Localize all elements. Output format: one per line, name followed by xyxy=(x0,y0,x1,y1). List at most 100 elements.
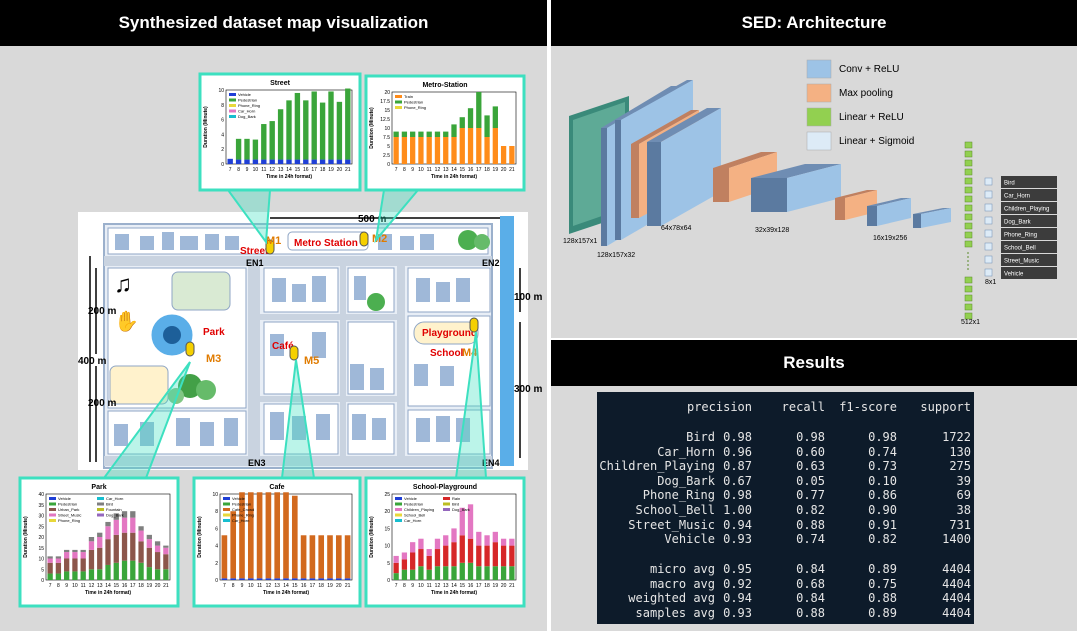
x-tick-label: 8 xyxy=(57,583,60,589)
output-neuron xyxy=(984,268,993,277)
y-tick-label: 20 xyxy=(38,535,44,541)
bar-segment xyxy=(459,535,465,563)
class-label-bg xyxy=(1001,228,1057,240)
bar-segment xyxy=(410,137,416,164)
row-label: Bird xyxy=(686,430,715,444)
bar-segment xyxy=(97,547,103,570)
node-en4: EN4 xyxy=(482,458,500,468)
label-metro: Metro Station xyxy=(294,238,358,249)
legend-label: Phone_Ring xyxy=(232,513,254,518)
legend-label: Rain xyxy=(452,496,460,501)
bar-segment xyxy=(451,137,457,164)
legend-label: Train xyxy=(404,94,413,99)
bar-segment xyxy=(318,535,325,579)
cell-f1: 0.89 xyxy=(868,562,897,576)
x-tick-label: 20 xyxy=(501,167,507,173)
microphone-icons xyxy=(185,231,479,361)
x-tick-label: 10 xyxy=(418,167,424,173)
bar-segment xyxy=(64,552,70,559)
y-axis-label: Duration (Minute) xyxy=(23,516,29,558)
bar-segment xyxy=(121,532,128,561)
bar-segment xyxy=(121,511,128,518)
bar-segment xyxy=(97,569,103,580)
legend-label: Fountain xyxy=(106,507,122,512)
bar-segment xyxy=(401,131,408,137)
y-tick-label: 7.5 xyxy=(383,135,390,141)
bar-segment xyxy=(426,555,432,570)
class-label-bg xyxy=(1001,254,1057,266)
bar-segment xyxy=(221,535,228,579)
legend-swatch xyxy=(97,513,104,517)
x-tick-label: 7 xyxy=(223,583,226,589)
cell-recall: 0.82 xyxy=(796,503,825,517)
bar-segment xyxy=(443,137,449,164)
bar-segment xyxy=(291,578,298,580)
label-school: School xyxy=(430,348,464,359)
bar-segment xyxy=(113,534,119,563)
bar-segment xyxy=(318,578,325,580)
bar-segment xyxy=(55,562,62,574)
x-tick-label: 14 xyxy=(286,167,292,173)
x-tick-label: 21 xyxy=(509,167,515,173)
bar-segment xyxy=(113,562,119,580)
legend-swatch xyxy=(443,508,450,511)
bar-segment xyxy=(55,573,62,580)
bar-segment xyxy=(121,560,128,580)
row-label: micro avg xyxy=(649,562,715,576)
neuron xyxy=(964,303,973,311)
y-tick-label: 25 xyxy=(38,524,44,530)
row-label: Car_Horn xyxy=(657,444,715,459)
class-label-bg xyxy=(1001,189,1057,201)
legend-swatch xyxy=(806,59,832,79)
node-en1: EN1 xyxy=(246,258,264,268)
output-layer-8: BirdCar_HornChildren_PlayingDog_BarkPhon… xyxy=(984,176,1057,279)
legend-swatch xyxy=(223,497,230,500)
legend-swatch xyxy=(395,95,402,98)
bar-segment xyxy=(467,504,474,539)
architecture-title: SED: Architecture xyxy=(551,0,1077,46)
legend-label: Dog_Bark xyxy=(106,513,124,518)
dim-100m: 100 m xyxy=(514,292,542,303)
bar-segment xyxy=(451,528,457,543)
legend-swatch xyxy=(97,502,104,506)
bar-segment xyxy=(410,569,416,580)
bar-segment xyxy=(309,535,316,579)
x-tick-label: 9 xyxy=(65,583,68,589)
x-tick-label: 13 xyxy=(443,167,449,173)
output-neuron xyxy=(984,177,993,186)
legend-label: Urban_Park xyxy=(58,507,79,512)
pedestrian-icon: ✋ xyxy=(114,309,139,333)
legend-label: Car_Horn xyxy=(232,518,249,523)
cell-precision: 0.95 xyxy=(723,562,752,576)
bar-segment xyxy=(235,138,242,160)
x-tick-label: 21 xyxy=(163,583,169,589)
cell-recall: 0.68 xyxy=(796,576,825,591)
bar-segment xyxy=(64,558,70,572)
y-tick-label: 15 xyxy=(384,526,390,532)
output-neuron xyxy=(984,203,993,212)
bar-segment xyxy=(336,159,343,164)
row-label: Street_Music xyxy=(628,517,715,532)
bar-segment xyxy=(418,538,424,550)
cell-f1: 0.73 xyxy=(868,459,897,474)
cell-precision: 1.00 xyxy=(723,503,752,517)
class-label: Children_Playing xyxy=(1004,207,1049,213)
bar-segment xyxy=(283,492,289,579)
chart-title: School-Playground xyxy=(413,484,477,491)
mic-m3: M3 xyxy=(206,353,221,365)
legend-swatch xyxy=(49,513,56,517)
x-tick-label: 21 xyxy=(345,167,351,173)
bar-segment xyxy=(303,159,309,164)
bar-segment xyxy=(88,541,95,550)
row-label: samples avg xyxy=(635,605,715,620)
bar-segment xyxy=(80,552,86,559)
legend-label: Pedestrian xyxy=(58,502,77,507)
chart-title: Cafe xyxy=(269,484,284,491)
bar-segment xyxy=(247,578,254,580)
x-tick-label: 13 xyxy=(443,583,449,589)
bar-segment xyxy=(80,558,86,572)
legend-label: Car_Horn xyxy=(238,109,255,114)
